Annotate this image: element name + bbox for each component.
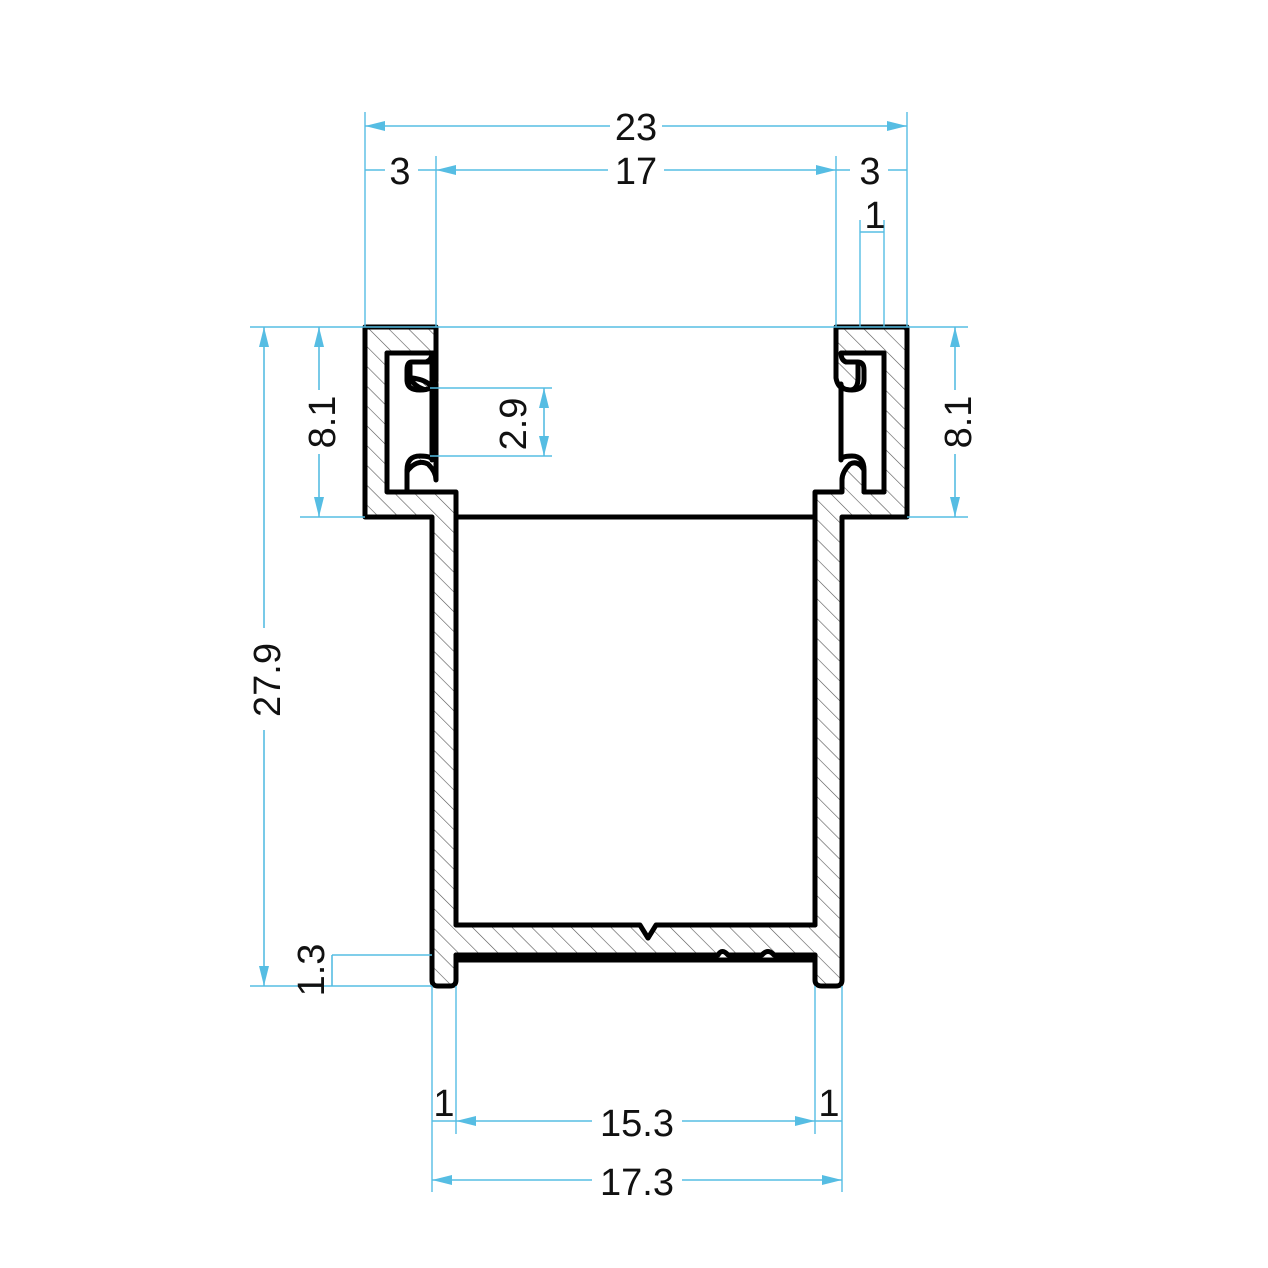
dim-inner-bottom: 15.3 [600, 1103, 674, 1145]
dim-foot: 1.3 [291, 944, 333, 997]
right-channel [838, 350, 887, 495]
dimension-lines [250, 112, 968, 1192]
dim-leg-left: 1 [433, 1083, 454, 1125]
left-channel [384, 350, 435, 495]
dim-slot: 2.9 [493, 398, 535, 451]
dim-flange-left: 8.1 [302, 396, 344, 449]
dim-wall: 1 [864, 195, 885, 237]
dim-leg-right: 1 [818, 1083, 839, 1125]
dim-inner-opening: 17 [615, 151, 657, 193]
dim-flange-right: 8.1 [938, 396, 980, 449]
dim-left-lip: 3 [389, 151, 410, 193]
main-cavity [453, 514, 818, 941]
dim-overall-width: 23 [615, 107, 657, 149]
dim-height-total: 27.9 [247, 643, 289, 717]
aluminium-profile [362, 324, 910, 989]
base-groove [453, 949, 818, 963]
dim-right-lip: 3 [859, 151, 880, 193]
dimension-labels: 23 3 17 3 1 27.9 8.1 8.1 2.9 1.3 1 15.3 … [247, 107, 980, 1204]
dim-outer-bottom: 17.3 [600, 1162, 674, 1204]
